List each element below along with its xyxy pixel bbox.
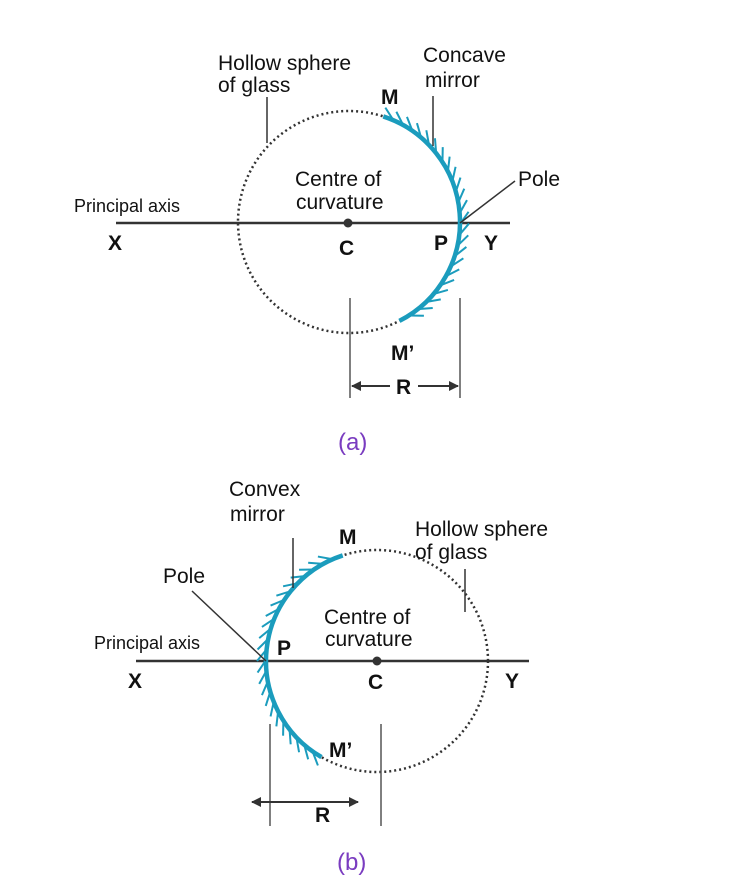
mirror-hatch xyxy=(384,107,395,121)
hollow-sphere-label-a-2: of glass xyxy=(218,74,290,97)
hollow-sphere-label-b-2: of glass xyxy=(415,541,487,564)
mirror-label-a-1: Concave xyxy=(423,44,506,67)
centre-point-a xyxy=(343,218,353,228)
mirror-hatch xyxy=(269,701,275,717)
mirror-hatch xyxy=(288,729,292,745)
p-label-b: P xyxy=(277,637,291,660)
hollow-sphere-label-a-1: Hollow sphere xyxy=(218,52,351,75)
pole-leader-b xyxy=(191,590,267,662)
mirror-label-b-1: Convex xyxy=(229,478,301,501)
y-label-b: Y xyxy=(505,670,519,693)
mirror-hatch xyxy=(256,638,269,651)
mirror-hatch xyxy=(261,617,276,628)
mirror-hatch xyxy=(395,111,405,126)
hollow-sphere-label-b-1: Hollow sphere xyxy=(415,518,548,541)
mirror-hatch xyxy=(256,659,267,674)
y-label-a: Y xyxy=(484,232,498,255)
centre-label-a-1: Centre of xyxy=(295,168,382,191)
pole-label-a: Pole xyxy=(518,168,560,191)
mirror-label-b-2: mirror xyxy=(230,503,285,526)
mirror-hatch xyxy=(317,555,333,561)
centre-label-b-1: Centre of xyxy=(324,606,411,629)
mirror-hatch xyxy=(425,298,441,303)
mirror-hatch xyxy=(270,598,285,607)
mirror-hatch xyxy=(258,670,268,685)
pole-label-b: Pole xyxy=(163,565,205,588)
mirror-hatch xyxy=(450,257,464,268)
mirror-hatch xyxy=(406,116,414,132)
mirror-hatch xyxy=(295,737,301,753)
mirror-hatch xyxy=(458,222,470,236)
mirror-hatch xyxy=(458,199,468,214)
mirror-hatch xyxy=(417,306,433,311)
c-label-a: C xyxy=(339,237,354,260)
m-label-a: M xyxy=(381,86,399,109)
mirror-hatch xyxy=(311,751,319,766)
x-label-b: X xyxy=(128,670,142,693)
mirror-hatch xyxy=(303,744,310,760)
mirror-hatch xyxy=(282,582,299,588)
mirror-hatch xyxy=(433,289,449,296)
caption-b: (b) xyxy=(337,849,366,876)
mirror-hatch xyxy=(416,122,423,138)
mirror-label-a-2: mirror xyxy=(425,69,480,92)
diagram-a-concave: Hollow sphere of glass Concave mirror M … xyxy=(74,44,560,456)
p-label-a: P xyxy=(434,232,448,255)
mirror-hatch xyxy=(258,627,272,639)
x-label-a: X xyxy=(108,232,122,255)
diagram-b-convex: Convex mirror M Hollow sphere of glass P… xyxy=(94,478,548,876)
c-label-b: C xyxy=(368,671,383,694)
mirror-hatch xyxy=(456,234,469,247)
m-prime-label-b: M’ xyxy=(329,739,352,762)
mirror-hatch xyxy=(445,268,460,278)
centre-label-a-2: curvature xyxy=(296,191,384,214)
concave-mirror-arc xyxy=(382,107,470,323)
mirror-surface xyxy=(382,114,463,323)
mirror-hatch xyxy=(446,156,451,172)
mirror-hatch xyxy=(439,279,455,287)
mirror-hatch xyxy=(308,561,324,565)
mirror-hatch xyxy=(451,166,457,182)
centre-label-b-2: curvature xyxy=(325,628,413,651)
m-prime-label-a: M’ xyxy=(391,342,414,365)
mirror-hatch xyxy=(261,680,269,696)
caption-a: (a) xyxy=(338,429,367,456)
r-label-a: R xyxy=(396,376,411,399)
mirror-hatch xyxy=(276,590,292,597)
mirror-hatch xyxy=(265,608,280,617)
principal-axis-label-b: Principal axis xyxy=(94,633,200,653)
r-label-b: R xyxy=(315,804,330,827)
mirror-hatch xyxy=(425,130,430,146)
mirror-hatch xyxy=(453,246,467,258)
mirror-hatch xyxy=(457,188,466,203)
mirror-hatch xyxy=(454,177,462,193)
pole-leader-a xyxy=(459,180,516,224)
mirror-hatch xyxy=(264,691,272,707)
principal-axis-label-a: Principal axis xyxy=(74,196,180,216)
centre-point-b xyxy=(372,656,382,666)
m-label-b: M xyxy=(339,526,357,549)
convex-mirror-arc xyxy=(256,553,344,766)
mirror-hatch xyxy=(433,138,438,154)
mirror-hatch xyxy=(256,648,268,662)
mirror-hatch xyxy=(275,711,280,727)
